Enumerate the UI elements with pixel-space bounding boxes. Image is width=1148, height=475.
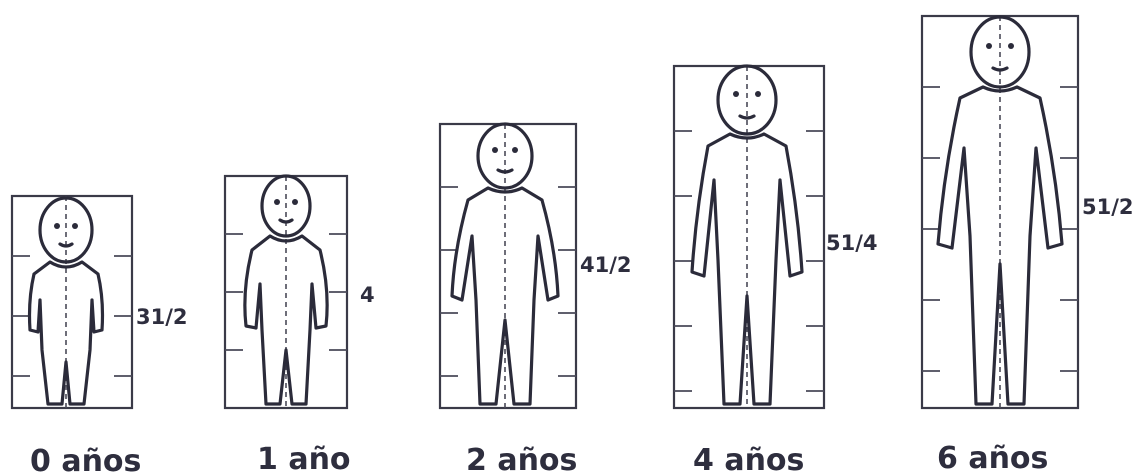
child-silhouette <box>692 66 802 404</box>
age-label: 0 años <box>30 444 141 475</box>
figure-6-years: 51/2 6 años <box>922 16 1134 475</box>
head-ratio-label: 31/2 <box>136 305 188 329</box>
child-silhouette <box>30 198 103 404</box>
age-label: 6 años <box>937 441 1048 475</box>
figure-1-year: 4 1 año <box>225 176 375 475</box>
head-ratio-label: 4 <box>360 283 375 307</box>
figure-4-years: 51/4 4 años <box>674 66 878 475</box>
head-division-ticks <box>922 87 1078 371</box>
head-ratio-label: 51/2 <box>1082 195 1134 219</box>
figure-2-years: 41/2 2 años <box>440 124 632 475</box>
age-label: 2 años <box>466 443 577 475</box>
head-ratio-label: 41/2 <box>580 253 632 277</box>
figure-0-years: 31/2 0 años <box>12 196 188 475</box>
head-ratio-label: 51/4 <box>826 231 878 255</box>
proportion-frame <box>225 176 347 408</box>
age-label: 4 años <box>693 443 804 475</box>
age-label: 1 año <box>257 442 351 475</box>
child-silhouette <box>938 17 1062 404</box>
